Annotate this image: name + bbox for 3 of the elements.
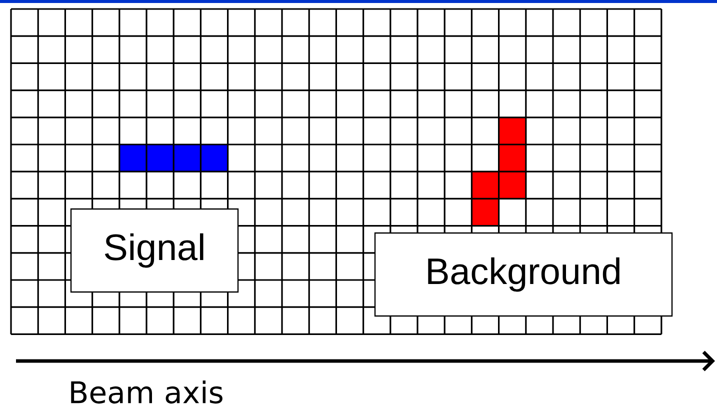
- label-box: Signal: [70, 208, 239, 293]
- label-box: Background: [374, 232, 673, 317]
- axis-label: Beam axis: [71, 380, 222, 404]
